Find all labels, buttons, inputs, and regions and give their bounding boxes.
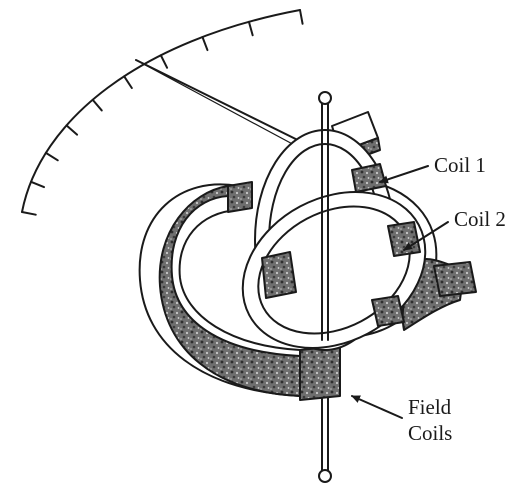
meter-scale — [22, 10, 303, 215]
coil-2-label: Coil 2 — [454, 207, 506, 231]
scale-tick — [249, 22, 253, 35]
field-label-line2: Coils — [408, 421, 452, 445]
scale-tick — [202, 37, 207, 50]
scale-tick — [161, 55, 167, 68]
scale-tick — [124, 76, 132, 88]
scale-tick — [22, 212, 36, 215]
coil-1-label: Coil 1 — [434, 153, 486, 177]
field-label-line1: Field — [408, 395, 452, 419]
arrow-right-icon — [352, 396, 402, 418]
label-field-coils: Field Coils — [352, 395, 452, 445]
top-pivot — [319, 92, 331, 104]
arrow-right-icon — [380, 166, 428, 182]
scale-tick — [31, 182, 44, 187]
scale-ticks — [22, 10, 303, 215]
bottom-pivot — [319, 470, 331, 482]
scale-tick — [300, 10, 303, 24]
scale-tick — [67, 125, 78, 134]
scale-tick — [46, 153, 58, 160]
scale-arc — [22, 10, 300, 212]
scale-tick — [93, 100, 102, 111]
label-coil-1: Coil 1 — [380, 153, 486, 182]
